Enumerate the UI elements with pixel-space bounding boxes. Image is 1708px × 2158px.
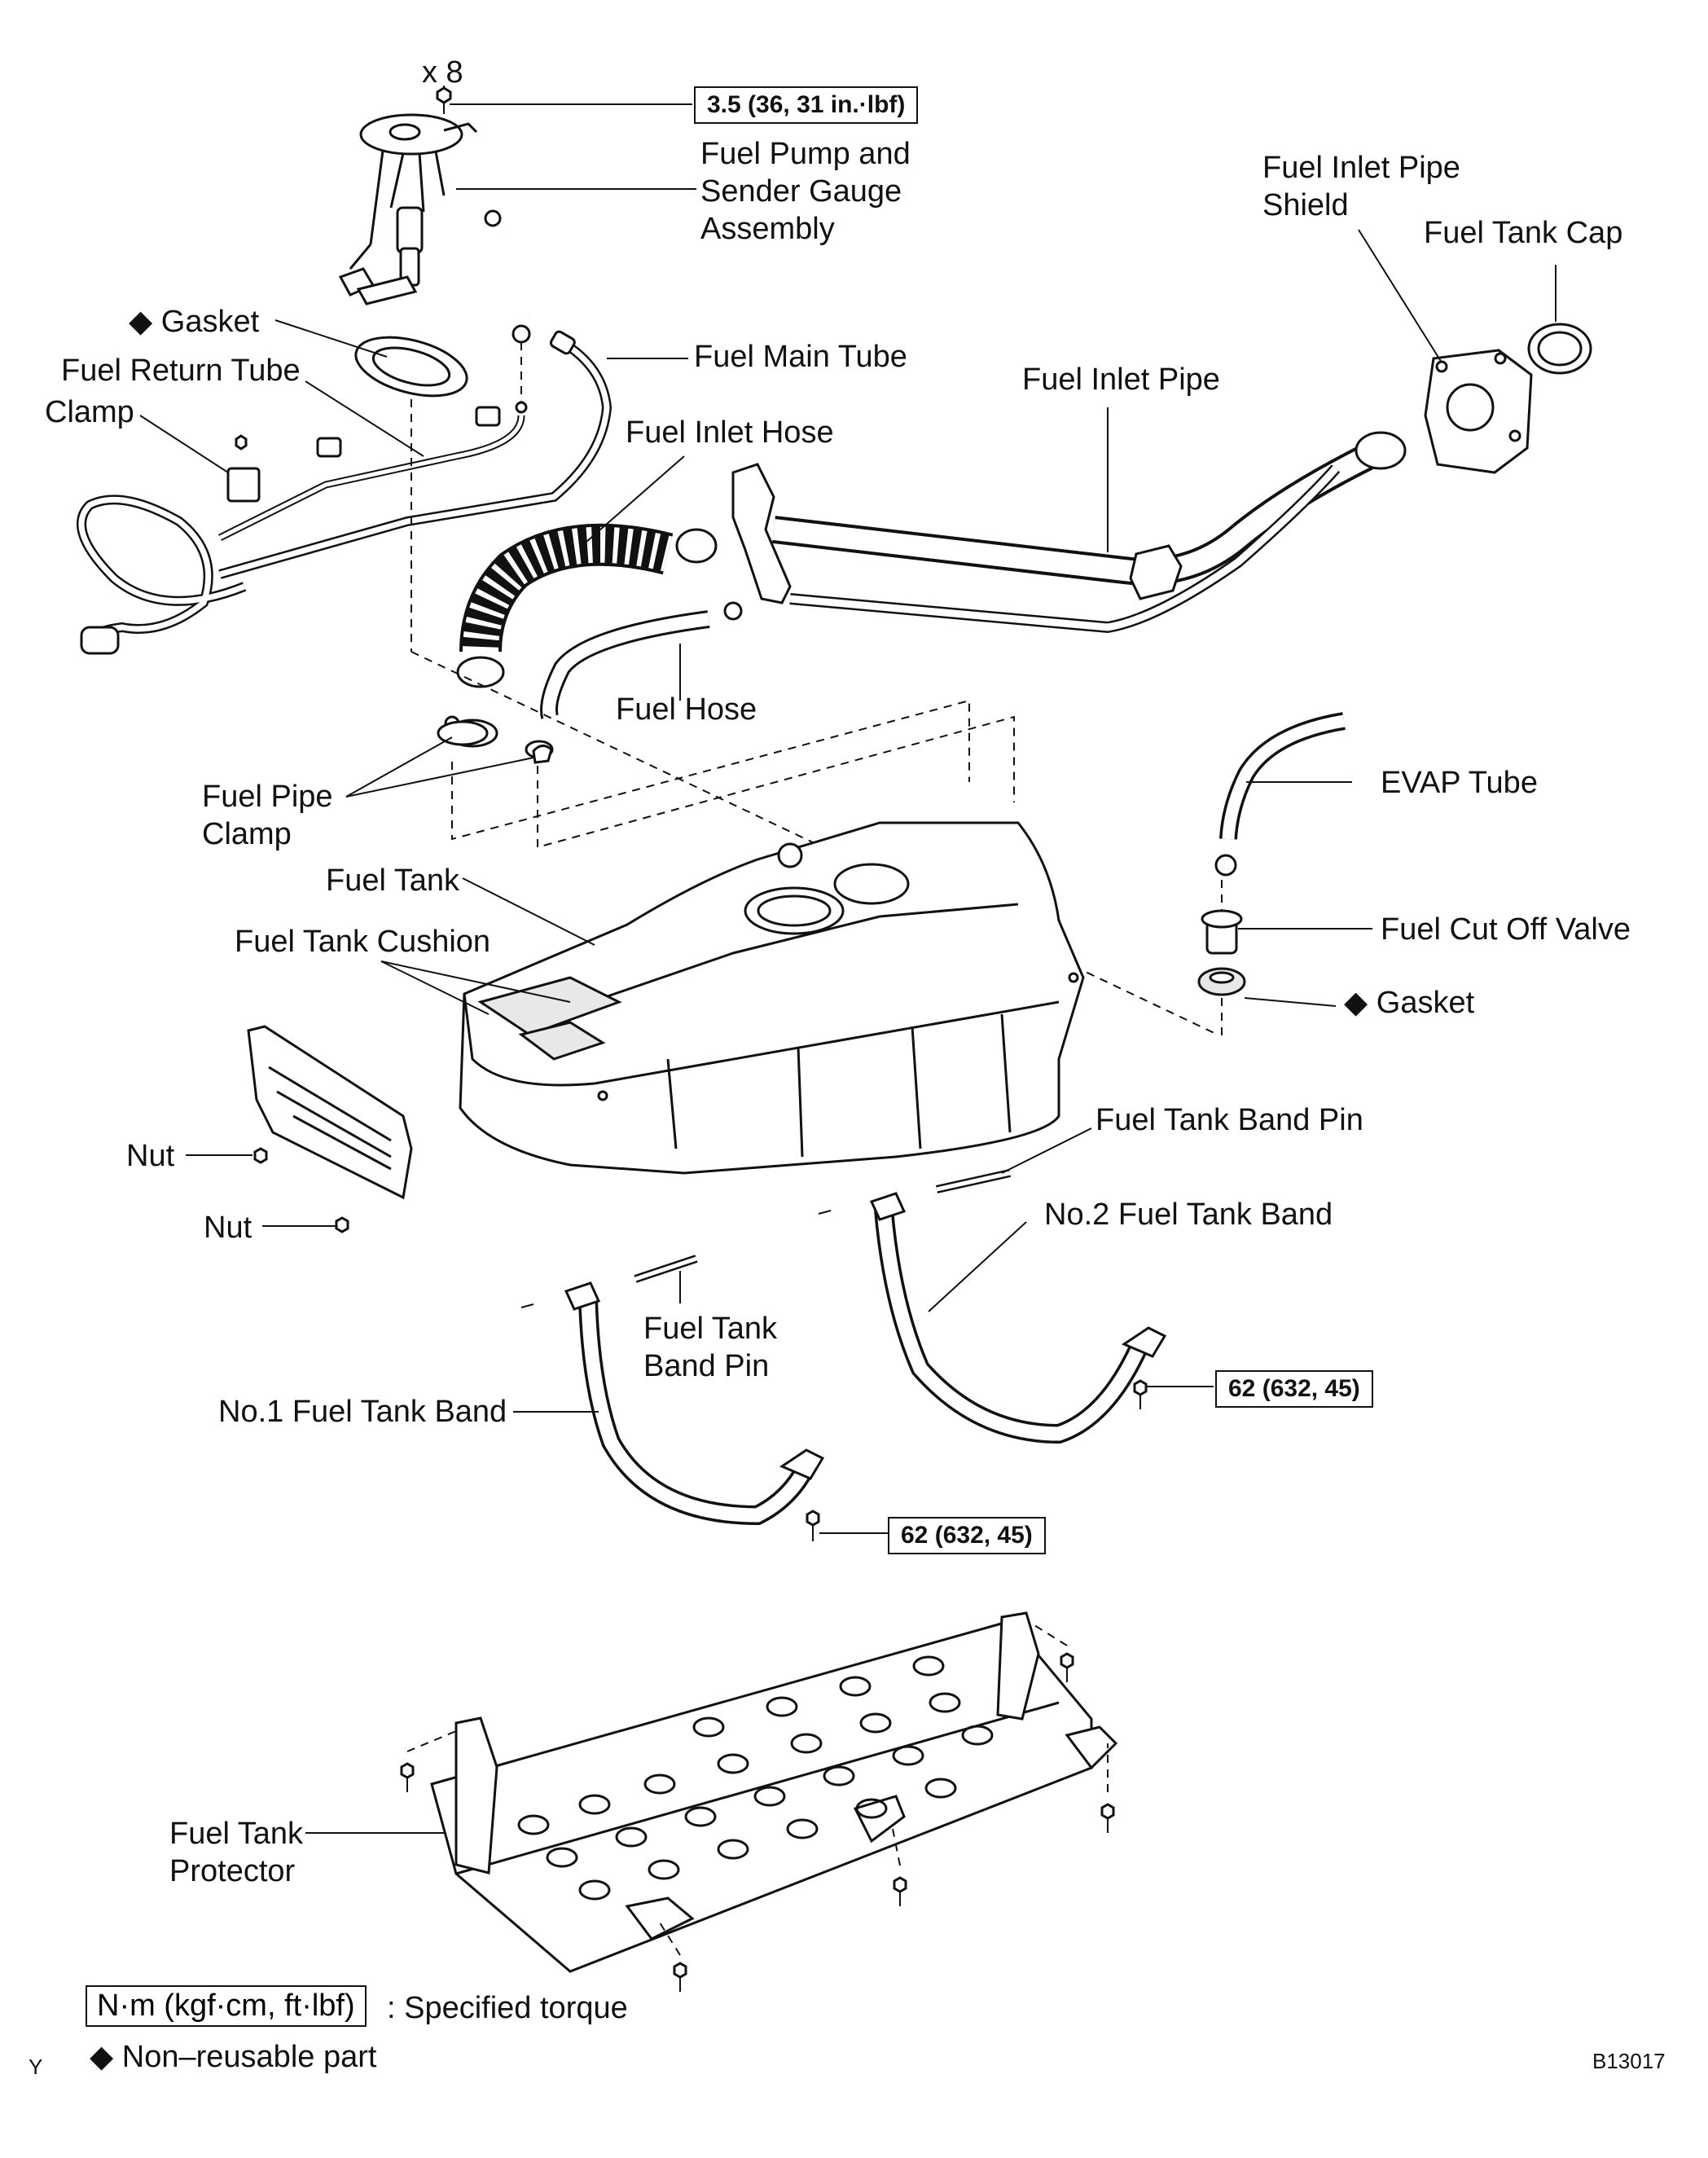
protector-holes xyxy=(517,1655,994,1901)
label-fuel-tank: Fuel Tank xyxy=(326,864,460,898)
fuel-main-tube-drawing xyxy=(218,330,613,579)
label-fuel-cut-off-valve: Fuel Cut Off Valve xyxy=(1381,912,1631,947)
label-fuel-inlet-hose: Fuel Inlet Hose xyxy=(626,415,834,450)
label-fuel-tank-cap: Fuel Tank Cap xyxy=(1424,216,1623,250)
label-fuel-tank-protector: Fuel Tank Protector xyxy=(169,1817,304,1888)
label-fuel-return-tube: Fuel Return Tube xyxy=(61,354,301,388)
figure-code: B13017 xyxy=(1592,2049,1666,2073)
legend-torque-text: : Specified torque xyxy=(387,1991,628,2025)
label-clamp: Clamp xyxy=(45,395,134,429)
leader-lines xyxy=(139,103,1557,1834)
label-fuel-pipe-clamp: Fuel Pipe Clamp xyxy=(202,780,333,851)
label-nut-2: Nut xyxy=(204,1211,252,1245)
fuel-inlet-pipe-drawing xyxy=(731,431,1407,634)
no2-band-drawing xyxy=(818,1169,1167,1444)
protector-bolts xyxy=(400,1624,1115,1992)
torque-spec-band2: 62 (632, 45) xyxy=(1215,1370,1373,1408)
label-nut-1: Nut xyxy=(126,1139,175,1173)
fuel-hose-drawing xyxy=(525,601,743,759)
label-fuel-inlet-pipe: Fuel Inlet Pipe xyxy=(1022,363,1220,397)
label-fuel-tank-band-pin-left: Fuel Tank Band Pin xyxy=(643,1312,778,1383)
torque-spec-pump: 3.5 (36, 31 in.·lbf) xyxy=(694,86,919,124)
no1-band-drawing xyxy=(520,1255,825,1541)
clamp-drawing xyxy=(226,406,501,503)
evap-tube-drawing xyxy=(1214,712,1346,877)
fuel-cut-off-valve-drawing xyxy=(1201,880,1243,955)
legend-nonreusable: ◆ Non–reusable part xyxy=(90,2040,377,2074)
label-gasket-pump: ◆ Gasket xyxy=(129,305,260,339)
fuel-return-tube-drawing xyxy=(77,415,525,655)
label-evap-tube: EVAP Tube xyxy=(1381,766,1538,800)
label-fuel-tank-band-pin-right: Fuel Tank Band Pin xyxy=(1095,1103,1363,1137)
fuel-tank-cap-drawing xyxy=(1527,323,1592,375)
label-no2-fuel-tank-band: No.2 Fuel Tank Band xyxy=(1044,1198,1333,1232)
fuel-inlet-pipe-shield-drawing xyxy=(1424,349,1533,474)
label-fuel-main-tube: Fuel Main Tube xyxy=(694,340,907,374)
valve-gasket-drawing xyxy=(1197,967,1246,1039)
fuel-pump-assembly-drawing xyxy=(338,86,478,305)
label-fuel-pump-sender: Fuel Pump and Sender Gauge Assembly xyxy=(700,137,911,246)
label-fuel-inlet-pipe-shield: Fuel Inlet Pipe Shield xyxy=(1262,151,1460,222)
quantity-mark: x 8 xyxy=(422,55,463,90)
pump-gasket-drawing xyxy=(354,336,468,398)
label-fuel-hose: Fuel Hose xyxy=(616,692,757,727)
label-no1-fuel-tank-band: No.1 Fuel Tank Band xyxy=(218,1395,507,1429)
corner-mark: Y xyxy=(29,2055,43,2079)
torque-spec-band1: 62 (632, 45) xyxy=(888,1517,1046,1554)
label-gasket-valve: ◆ Gasket xyxy=(1344,986,1475,1020)
cushion-bracket-drawing xyxy=(247,1025,413,1233)
legend-torque-box: N·m (kgf·cm, ft·lbf) xyxy=(86,1985,367,2027)
fuel-tank-drawing xyxy=(459,821,1085,1175)
fuel-tank-protector-drawing xyxy=(400,1611,1118,1992)
pump-hose-drawing xyxy=(484,209,533,414)
label-fuel-tank-cushion: Fuel Tank Cushion xyxy=(235,925,491,959)
